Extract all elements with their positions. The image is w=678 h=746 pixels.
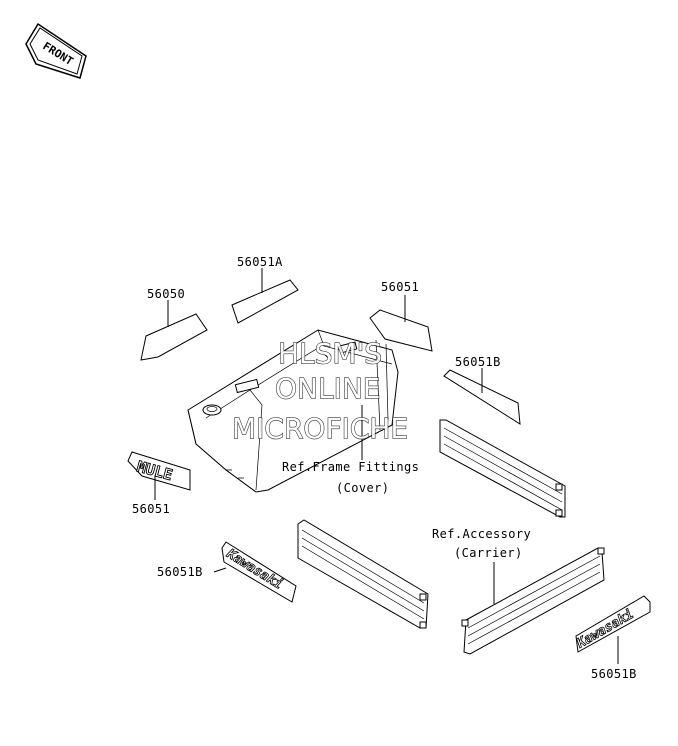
label-56051-top: 56051 (381, 280, 419, 294)
carrier-gate (461, 547, 605, 655)
cargo-bed-cover (187, 329, 399, 493)
decal-56050 (140, 313, 208, 361)
decal-kawasaki-middle: Kawasaki (221, 541, 297, 603)
watermark: HLSM'S ONLINE MICROFICHE (231, 336, 408, 445)
decal-kawasaki-bottom: Kawasaki (573, 595, 651, 653)
label-ref-accessory-line1: Ref.Accessory (432, 527, 531, 541)
label-56051B-right: 56051B (455, 355, 501, 369)
decal-mule: MULE (127, 451, 191, 491)
front-arrow-icon: FRONT (25, 22, 87, 79)
decal-56051A (231, 279, 299, 324)
kawasaki-text-middle: Kawasaki (223, 546, 285, 592)
label-56051B-middle: 56051B (157, 565, 203, 579)
label-ref-accessory-line2: (Carrier) (454, 546, 523, 560)
decal-56051B-right (443, 369, 521, 425)
leader-56051B-middle (213, 567, 227, 573)
label-56050: 56050 (147, 287, 185, 301)
label-ref-frame-line1: Ref.Frame Fittings (282, 460, 419, 474)
watermark-line2: ONLINE (275, 372, 380, 405)
label-56051-left: 56051 (132, 502, 170, 516)
kawasaki-text-bottom: Kawasaki (574, 607, 637, 652)
watermark-line1: HLSM'S (278, 337, 382, 370)
watermark-line3: MICROFICHE (232, 412, 408, 445)
decal-56051-top (369, 309, 433, 352)
label-ref-frame-line2: (Cover) (336, 481, 389, 495)
side-gate-right (439, 419, 566, 518)
label-56051B-bottom: 56051B (591, 667, 637, 681)
side-gate-middle (297, 519, 429, 629)
label-56051A: 56051A (237, 255, 283, 269)
